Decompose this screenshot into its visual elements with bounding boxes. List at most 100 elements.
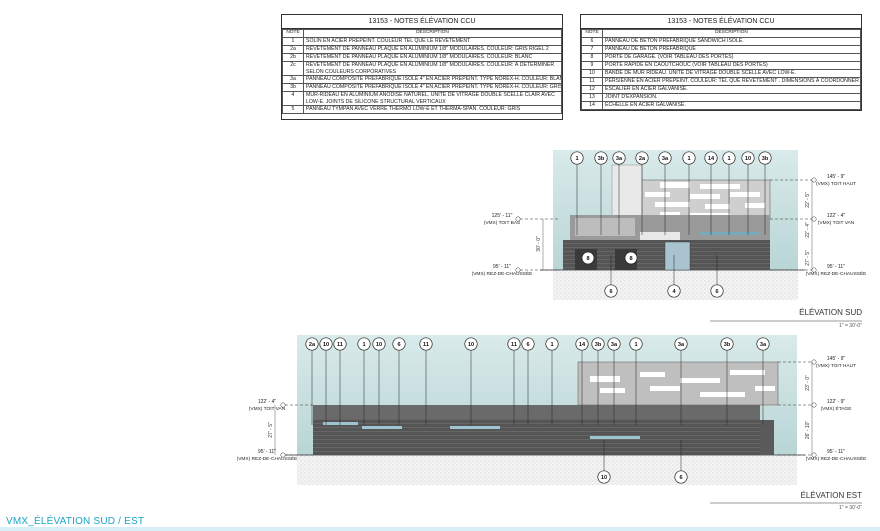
dimension-label: 22' - 5" [805,192,811,208]
callout-label: 1 [550,342,553,348]
dimension-label: 23' - 0" [805,375,811,391]
callout-tag: 3a [607,337,621,425]
est-bottom-tags: 10 6 [597,440,688,484]
level-name: (VMX) REZ-DE-CHAUSSÉE [806,270,867,277]
callout-label: 10 [745,156,751,162]
callout-tag: 10 [372,337,386,425]
level-name: (VMX) TOIT VAN [249,406,286,412]
dimension-label: 27' - 5" [805,250,811,266]
level-name: (VMX) TOIT VAN [818,220,855,226]
callout-tag: 1 [357,337,371,425]
callout-tag: 6 [392,337,406,425]
callout-label: 3b [724,342,731,348]
callout-tag: 11 [333,337,347,425]
level-marker: 125' - 11"(VMX) TOIT BAS [484,213,560,226]
callout-tag: 3a [756,337,770,425]
callout-label: 3a [760,342,767,348]
level-name: (VMX) TOIT HAUT [816,363,856,369]
level-elevation: 145' - 9" [827,356,846,362]
callout-tag: 14 [704,151,718,235]
callout-label: 14 [708,156,715,162]
callout-tag: 4 [667,255,681,298]
level-name: (VMX) REZ-DE-CHAUSSÉE [472,270,533,277]
callout-label: 11 [423,342,429,348]
callout-label: 3a [678,342,685,348]
callout-label: 3b [598,156,605,162]
level-marker: 145' - 9"(VMX) TOIT HAUT [778,356,856,369]
callout-tag: 1 [545,337,559,425]
level-name: (VMX) REZ-DE-CHAUSSÉE [237,455,298,462]
curtain-wall [664,241,691,271]
callout-tag: 3a [674,337,688,425]
notes-table-title: 13153 - NOTES ÉLÉVATION CCU [581,15,861,29]
level-marker: 122' - 4"(VMX) TOIT VAN [770,213,855,226]
callout-label: 3a [611,342,618,348]
callout-tag: 3b [594,151,608,235]
sud-bottom-tags: 6 4 6 [604,255,724,298]
note-description: REVÊTEMENT DE PANNEAU PLAQUE EN ALUMINIU… [303,60,562,77]
dimension-label: 22' - 4" [805,222,811,238]
level-name: (VMX) ÉTAGE [821,405,852,412]
sud-scale: 1" = 30'-0" [839,323,862,329]
level-elevation: 122' - 4" [258,399,277,405]
callout-tag: 3b [758,151,772,235]
callout-tag: 1 [722,151,736,235]
est-title: ÉLÉVATION EST [801,491,863,500]
callout-label: 3b [595,342,602,348]
level-elevation: 125' - 11" [492,213,513,219]
callout-label: 10 [601,475,607,481]
callout-tag: 2a [305,337,319,425]
dimension-label: 30' - 0" [536,236,542,252]
callout-tag: 6 [521,337,535,425]
callout-label: 2a [639,156,646,162]
callout-tag: 1 [570,151,584,235]
callout-label: 2a [309,342,316,348]
sud-top-tags: 1 3b 3a 2a 3a 1 14 1 10 3b [570,151,772,235]
callout-label: 8 [586,256,589,262]
sheet-title: VMX_ÉLÉVATION SUD / EST [6,516,145,527]
upper-volume [578,362,778,405]
callout-label: 6 [609,289,612,295]
callout-label: 11 [337,342,343,348]
level-marker: 95' - 11"(VMX) REZ-DE-CHAUSSÉE [770,264,866,277]
callout-label: 6 [526,342,529,348]
callout-label: 1 [575,156,578,162]
level-elevation: 122' - 9" [827,399,846,405]
callout-tag: 11 [419,337,433,425]
callout-label: 6 [679,475,682,481]
callout-tag: 3b [591,337,605,425]
callout-tag: 14 [575,337,589,425]
callout-tag: 6 [710,255,724,298]
callout-tag: 3a [612,151,626,235]
est-level-markers: 145' - 9"(VMX) TOIT HAUT 122' - 9"(VMX) É… [237,356,867,462]
window-bands [323,422,640,439]
callout-tag: 1 [682,151,696,235]
note-description: ÉCHELLE EN ACIER GALVANISÉ. [602,101,861,110]
callout-label: 6 [715,289,718,295]
dimension-label: 26' - 10" [805,421,811,440]
note-description: MUR-RIDEAU EN ALUMINIUM ANODISÉ NATUREL.… [303,91,562,107]
callout-label: 10 [376,342,382,348]
callout-tag: 11 [507,337,521,425]
est-scale: 1" = 30'-0" [839,505,862,511]
callout-label: 3b [762,156,769,162]
callout-label: 3a [662,156,669,162]
callout-tag: 3b [720,337,734,425]
callout-label: 10 [468,342,474,348]
callout-label: 1 [362,342,365,348]
notes-table-title: 13153 - NOTES ÉLÉVATION CCU [282,15,562,29]
level-name: (VMX) TOIT BAS [484,220,521,226]
level-elevation: 95' - 11" [827,449,845,455]
callout-tag: 10 [464,337,478,425]
sheet-title-underline [0,527,880,531]
